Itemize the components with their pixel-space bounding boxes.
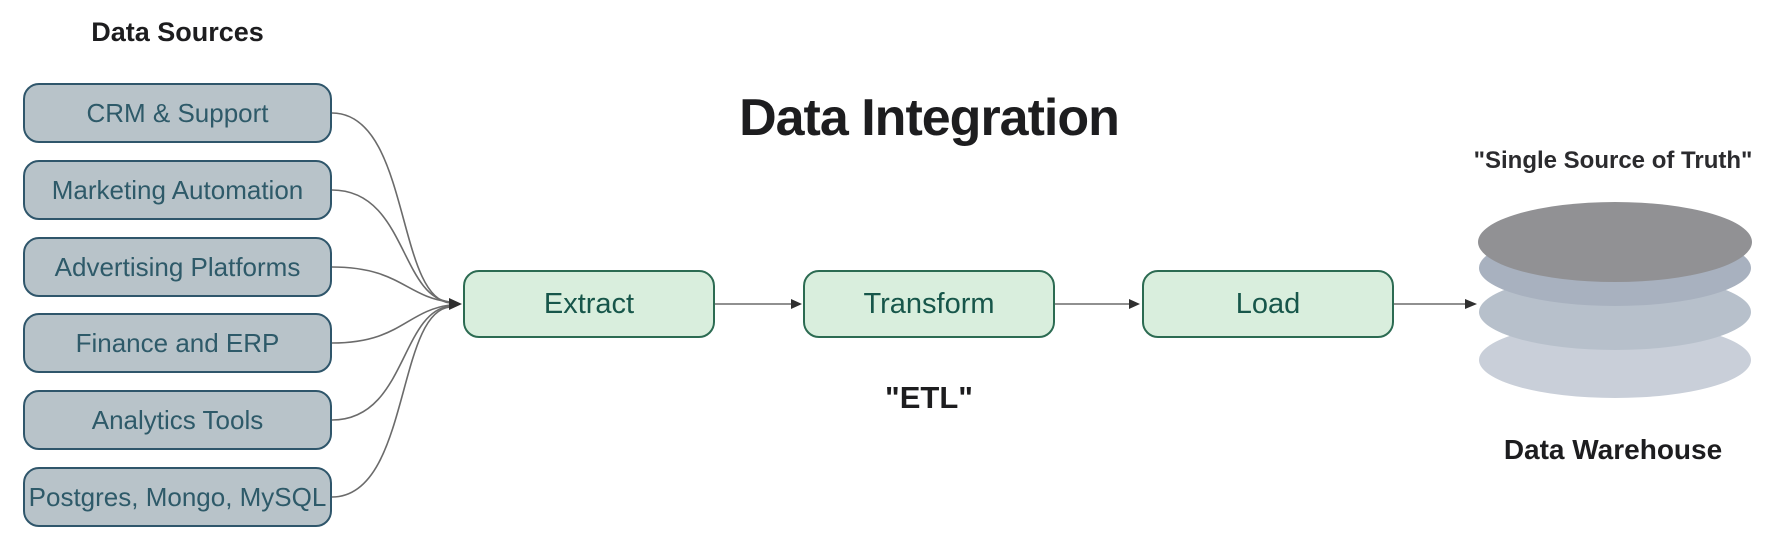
cylinder-layer-3 [1479, 274, 1751, 350]
source-node-advertising-platforms: Advertising Platforms [23, 237, 332, 297]
etl-caption: "ETL" [885, 380, 973, 415]
cylinder-layer-1 [1478, 202, 1752, 282]
source-node-marketing-automation: Marketing Automation [23, 160, 332, 220]
source-connector-1 [331, 112, 451, 304]
source-connector-4 [331, 304, 451, 344]
source-connector-5 [331, 305, 451, 421]
source-node-finance-erp: Finance and ERP [23, 313, 332, 373]
source-node-crm-support: CRM & Support [23, 83, 332, 143]
source-connector-2 [331, 189, 451, 303]
data-warehouse-label: Data Warehouse [1503, 434, 1723, 465]
step-node-extract: Extract [463, 270, 715, 338]
warehouse-arrowhead-icon [1465, 299, 1477, 309]
step-node-load: Load [1142, 270, 1394, 338]
data-sources-heading: Data Sources [91, 17, 264, 47]
database-cylinder-icon [1478, 202, 1752, 398]
extract-arrowhead-icon [449, 298, 462, 310]
single-source-of-truth-quote: "Single Source of Truth" [1473, 147, 1753, 174]
cylinder-layer-2 [1479, 230, 1751, 306]
step-node-transform: Transform [803, 270, 1055, 338]
page-title: Data Integration [739, 89, 1120, 147]
source-node-analytics-tools: Analytics Tools [23, 390, 332, 450]
source-connector-3 [331, 266, 451, 303]
cylinder-layer-4 [1479, 322, 1751, 398]
transform-arrowhead-icon [791, 299, 802, 309]
load-arrowhead-icon [1129, 299, 1140, 309]
source-node-databases: Postgres, Mongo, MySQL [23, 467, 332, 527]
source-connector-6 [331, 306, 451, 498]
